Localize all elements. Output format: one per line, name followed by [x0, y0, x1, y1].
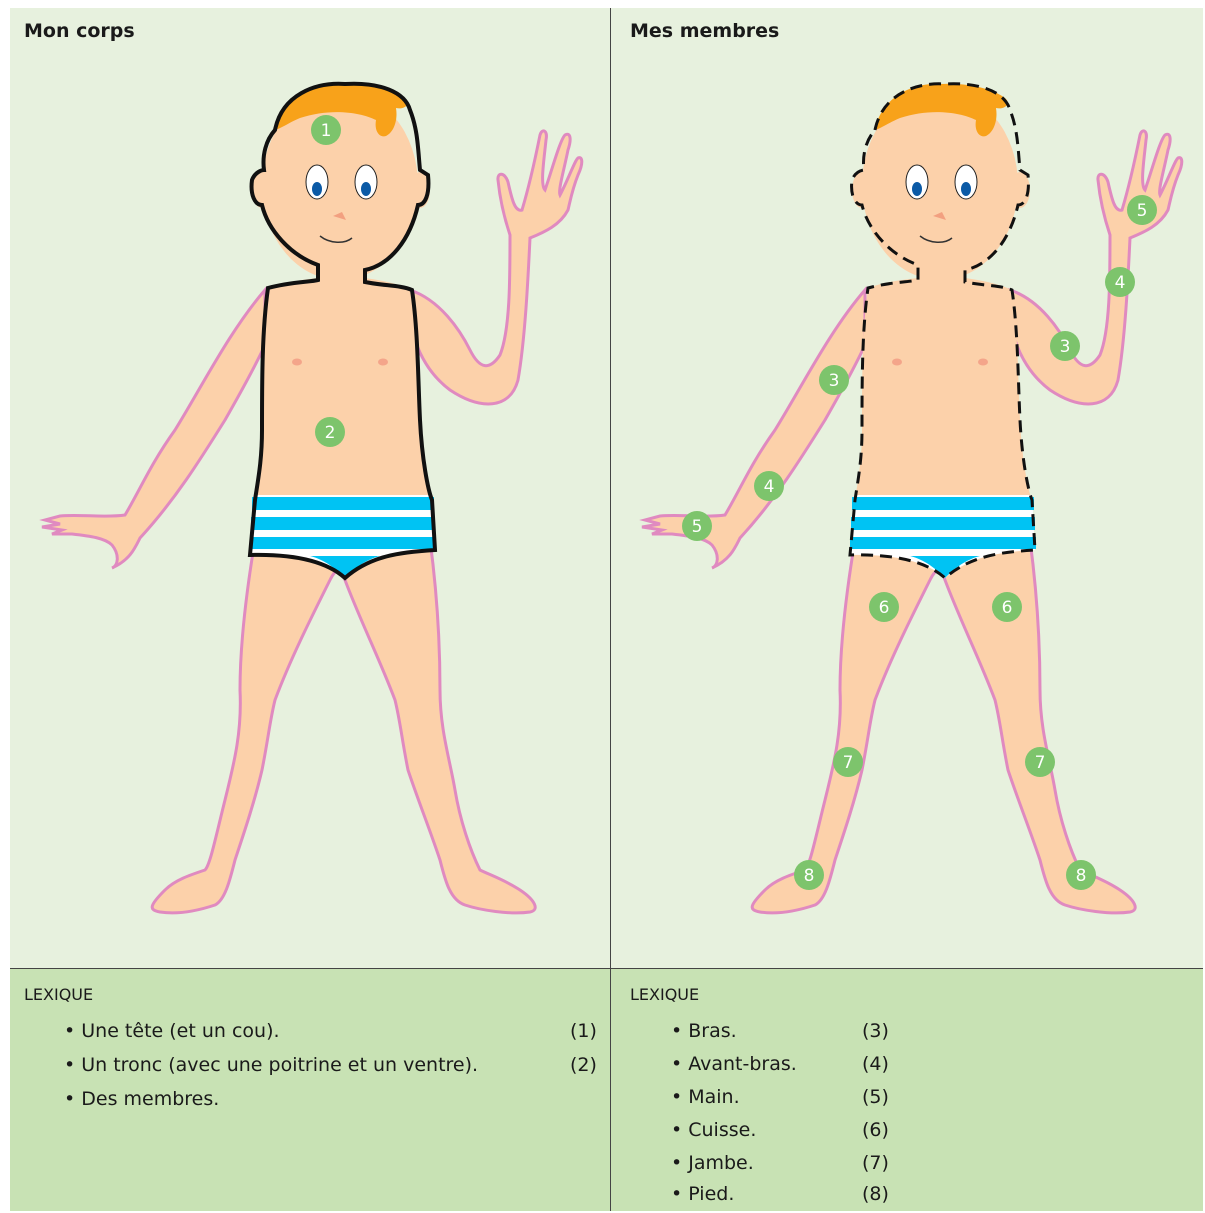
marker-forearm-left: 4 — [754, 471, 784, 501]
marker-foot-right: 8 — [1066, 860, 1096, 890]
marker-trunk: 2 — [315, 417, 345, 447]
svg-text:3: 3 — [1060, 337, 1071, 357]
svg-text:2: 2 — [325, 423, 336, 443]
marker-foot-left: 8 — [794, 860, 824, 890]
marker-forearm-right: 4 — [1105, 267, 1135, 297]
marker-hand-right: 5 — [1127, 195, 1157, 225]
marker-hand-left: 5 — [682, 511, 712, 541]
svg-text:5: 5 — [1137, 201, 1148, 221]
marker-leg-left: 7 — [833, 747, 863, 777]
marker-thigh-left: 6 — [869, 592, 899, 622]
marker-thigh-right: 6 — [992, 592, 1022, 622]
right-body-figure — [642, 84, 1182, 913]
svg-text:3: 3 — [829, 371, 840, 391]
svg-text:1: 1 — [321, 121, 332, 141]
marker-arm-right: 3 — [1050, 331, 1080, 361]
svg-text:7: 7 — [1035, 753, 1046, 773]
marker-arm-left: 3 — [819, 365, 849, 395]
svg-text:6: 6 — [1002, 598, 1013, 618]
marker-head: 1 — [311, 115, 341, 145]
svg-text:5: 5 — [692, 517, 703, 537]
svg-text:7: 7 — [843, 753, 854, 773]
marker-leg-right: 7 — [1025, 747, 1055, 777]
svg-text:8: 8 — [1076, 866, 1087, 886]
left-body-figure — [42, 84, 582, 913]
svg-text:8: 8 — [804, 866, 815, 886]
svg-text:4: 4 — [764, 477, 775, 497]
svg-text:6: 6 — [879, 598, 890, 618]
svg-text:4: 4 — [1115, 273, 1126, 293]
